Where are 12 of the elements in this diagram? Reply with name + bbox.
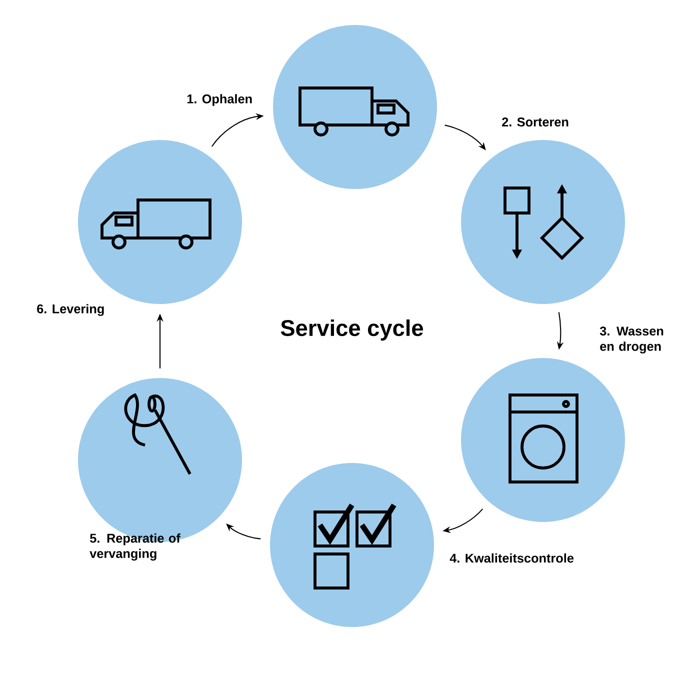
circle — [461, 140, 625, 304]
edge-label: 2. Sorteren — [502, 118, 568, 126]
circle — [78, 140, 242, 304]
edge-label: 5. Reparatie of vervanging — [90, 533, 180, 561]
edge-label: 3. Wassen en drogen — [600, 326, 664, 354]
circle — [461, 358, 625, 522]
edge-label: 1. Ophalen — [187, 94, 252, 106]
circle — [270, 463, 434, 627]
edge-label: 4. Kwaliteitscontrole — [450, 553, 574, 563]
title: Service cycle — [280, 319, 424, 341]
edge-label: 6. Levering — [37, 304, 104, 316]
circle — [273, 25, 437, 189]
